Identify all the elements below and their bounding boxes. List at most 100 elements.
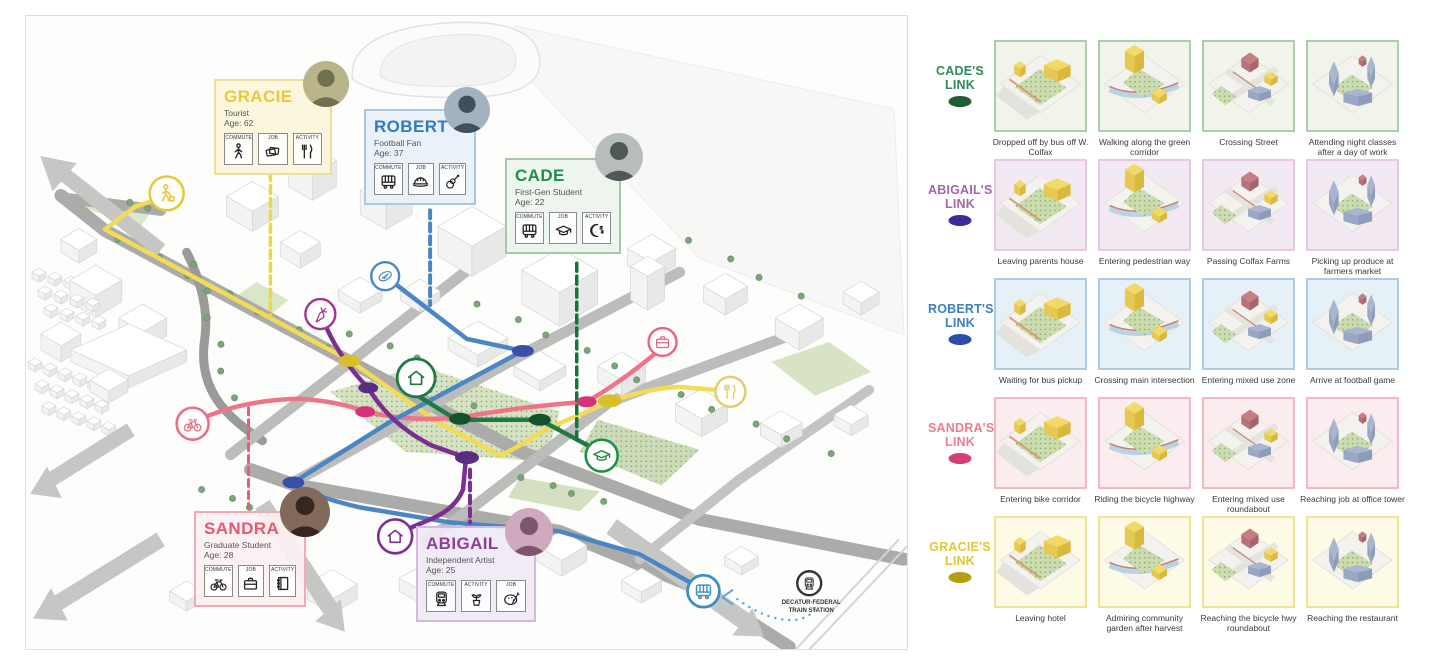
link-step-thumbnail	[1098, 278, 1191, 370]
link-color-ellipse	[948, 572, 972, 583]
link-step-caption: Riding the bicycle highway	[1094, 494, 1195, 504]
arrow-left-mid	[30, 423, 135, 499]
stadium-building	[351, 21, 541, 99]
hardhat-icon-box: JOB	[407, 163, 435, 196]
link-step-caption: Crossing main intersection	[1094, 375, 1195, 385]
link-step: Walking along the green corridor	[1098, 40, 1191, 157]
link-step-thumbnail	[994, 278, 1087, 370]
attribute-label: ACTIVITY	[464, 582, 488, 589]
link-step-thumbnail	[1202, 40, 1295, 132]
walk-icon-box: COMMUTE	[224, 133, 254, 166]
card-connectors	[246, 170, 579, 525]
attribute-label: COMMUTE	[427, 582, 455, 589]
bus-stop-marker	[686, 573, 721, 609]
persona-age: Age: 62	[224, 118, 254, 129]
link-step-thumbnail	[1098, 40, 1191, 132]
station-label-line2: TRAIN STATION	[789, 608, 834, 614]
attribute-label: COMMUTE	[375, 165, 402, 172]
attribute-label: JOB	[245, 567, 256, 574]
bus-icon-box: COMMUTE	[515, 212, 544, 245]
bus-icon-box: COMMUTE	[374, 163, 403, 196]
link-step-thumbnail	[1202, 397, 1295, 489]
link-step-caption: Crossing Street	[1219, 137, 1278, 147]
route-nodes	[282, 344, 622, 489]
briefcase-icon-box: JOB	[237, 565, 265, 598]
persona-role: First-Gen Student	[515, 187, 583, 197]
hardhat-icon	[411, 172, 430, 191]
link-step: Leaving hotel	[994, 516, 1087, 633]
persona-age: Age: 22	[515, 197, 545, 208]
link-step-caption: Reaching job at office tower	[1300, 494, 1405, 504]
link-step-thumbnail	[1306, 159, 1399, 251]
link-step: Entering mixed use roundabout	[1202, 397, 1295, 514]
avatar-robert	[444, 87, 490, 133]
book-icon-box: ACTIVITY	[269, 565, 296, 598]
guitar-icon-box: ACTIVITY	[439, 163, 466, 196]
persona-name: CADE	[515, 166, 565, 185]
link-color-ellipse	[948, 96, 972, 107]
persona-age: Age: 37	[374, 148, 404, 159]
link-step: Admiring community garden after harvest	[1098, 516, 1191, 633]
link-title-line1: SANDRA'S	[928, 421, 995, 435]
link-step: Crossing Street	[1202, 40, 1295, 157]
link-title-line1: GRACIE'S	[929, 540, 991, 554]
link-title-line2: LINK	[945, 316, 975, 330]
gradcap-icon-box: JOB	[548, 212, 578, 245]
link-color-ellipse	[948, 334, 972, 345]
persona-attribute-icons: COMMUTE ACTIVITY JOB	[426, 580, 526, 613]
attribute-label: JOB	[505, 582, 517, 589]
palette-icon	[502, 589, 521, 608]
link-title-line2: LINK	[945, 78, 975, 92]
link-step: Attending night classes after a day of w…	[1306, 40, 1399, 157]
link-step-caption: Entering mixed use roundabout	[1212, 494, 1285, 515]
link-step: Reaching the restaurant	[1306, 516, 1399, 633]
link-step-thumbnail	[1202, 516, 1295, 608]
football-marker	[370, 261, 401, 292]
restaurant-utensils-marker	[714, 375, 747, 409]
map-panel: DECATUR-FEDERAL TRAIN STATION GRACIE Tou…	[25, 15, 908, 650]
link-color-ellipse	[948, 453, 972, 464]
link-step: Passing Colfax Farms	[1202, 159, 1295, 276]
bus-icon	[520, 221, 539, 240]
link-title-line1: CADE'S	[936, 64, 984, 78]
railway-tracks	[794, 538, 907, 649]
attribute-label: JOB	[415, 165, 426, 172]
persona-age: Age: 25	[426, 565, 456, 576]
link-step-thumbnail	[1306, 278, 1399, 370]
link-steps: Dropped off by bus off W. Colfax Walking …	[993, 40, 1399, 157]
link-step: Picking up produce at farmers market	[1306, 159, 1399, 276]
avatar-sandra	[280, 487, 330, 537]
station-dotted-link	[721, 589, 818, 622]
persona-role: Graduate Student	[204, 540, 272, 550]
link-step-caption: Walking along the green corridor	[1098, 137, 1191, 158]
train-station-label: DECATUR-FEDERAL TRAIN STATION	[782, 600, 841, 614]
utensils-icon	[298, 142, 317, 161]
link-step: Crossing main intersection	[1094, 278, 1195, 385]
link-title-line1: ROBERT'S	[928, 302, 994, 316]
link-title-line2: LINK	[945, 554, 975, 568]
bike-icon	[209, 574, 228, 593]
community-house-marker	[395, 357, 437, 399]
train-icon	[432, 589, 451, 608]
avatar-abigail	[505, 508, 553, 556]
link-step-caption: Dropped off by bus off W. Colfax	[992, 137, 1089, 158]
tourist-walk-marker	[148, 175, 185, 212]
attribute-label: ACTIVITY	[440, 165, 465, 172]
train-station-marker	[796, 570, 823, 597]
train-icon-box: COMMUTE	[426, 580, 456, 613]
link-step-caption: Entering mixed use zone	[1201, 375, 1296, 385]
arrow-bottom-left	[33, 532, 165, 621]
bicycle-marker	[175, 406, 210, 441]
